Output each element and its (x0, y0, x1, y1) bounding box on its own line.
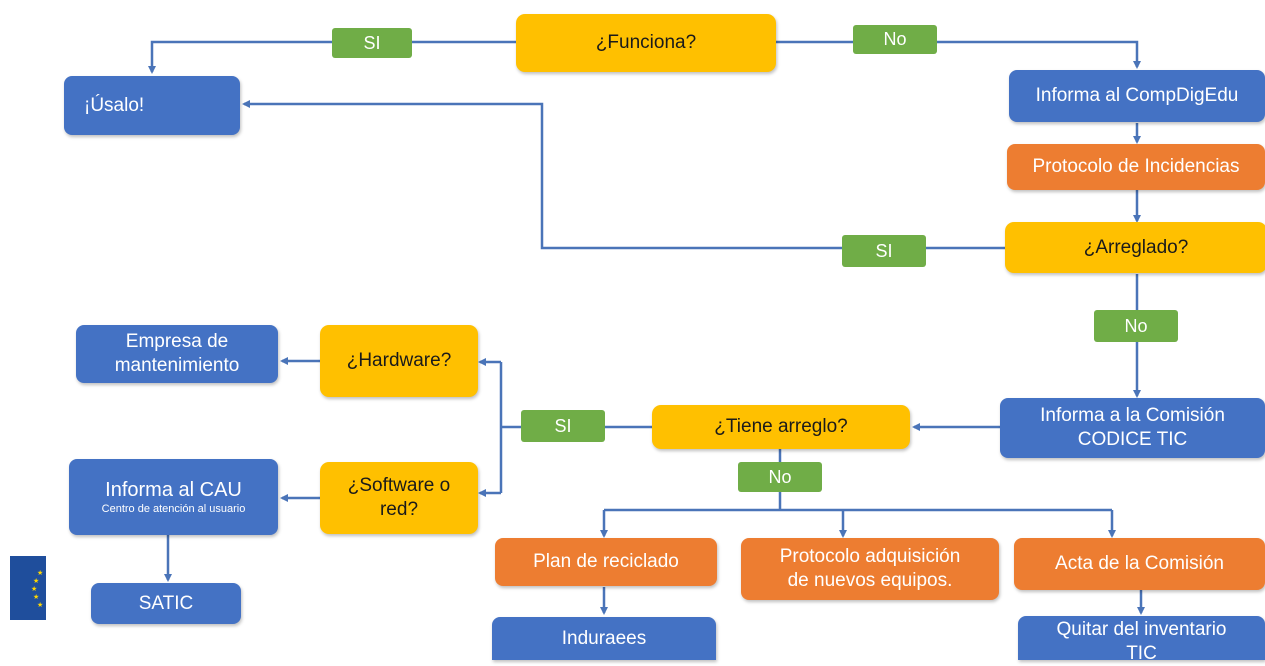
label-si-funciona: SI (332, 28, 412, 58)
action-empresa-line1: Empresa de (125, 331, 229, 353)
action-cau-subtitle: Centro de atención al usuario (101, 502, 246, 515)
decision-software-red: ¿Software o red? (320, 462, 478, 534)
connector-funciona-no-informa (776, 40, 1141, 69)
connector-arreglado-si-usalo (242, 100, 1005, 250)
protocol-plan-reciclado: Plan de reciclado (495, 538, 717, 586)
action-usalo: ¡Úsalo! (64, 76, 240, 135)
decision-software-red-line1: ¿Software o (347, 475, 451, 497)
protocol-adquisicion-line2: de nuevos equipos. (787, 570, 953, 591)
label-no-funciona: No (853, 25, 937, 54)
action-quitar-inventario: Quitar del inventario TIC (1018, 616, 1265, 664)
action-quitar-line1: Quitar del inventario (1056, 619, 1227, 640)
decision-tiene-arreglo: ¿Tiene arreglo? (652, 405, 910, 449)
action-satic: SATIC (91, 583, 241, 624)
decision-hardware: ¿Hardware? (320, 325, 478, 397)
action-informa-comision: Informa a la Comisión CODICE TIC (1000, 398, 1265, 458)
action-comision-line2: CODICE TIC (1077, 429, 1188, 450)
decision-arreglado: ¿Arreglado? (1005, 222, 1265, 273)
protocol-incidencias: Protocolo de Incidencias (1007, 144, 1265, 190)
label-no-arreglado: No (1094, 310, 1178, 342)
label-si-tiene-arreglo: SI (521, 410, 605, 442)
eu-flag-icon: ★ ★ ★ ★ ★ (10, 556, 46, 620)
protocol-adquisicion-line1: Protocolo adquisición (779, 546, 961, 568)
label-no-tiene-arreglo: No (738, 462, 822, 492)
action-induraees: Induraees (492, 617, 716, 660)
action-cau-title: Informa al CAU (105, 478, 242, 501)
action-empresa-mantenimiento: Empresa de mantenimiento (76, 325, 278, 383)
action-quitar-line2: TIC (1126, 642, 1157, 664)
action-empresa-line2: mantenimiento (114, 355, 240, 376)
action-comision-line1: Informa a la Comisión (1040, 405, 1225, 427)
action-informa-cau: Informa al CAU Centro de atención al usu… (69, 459, 278, 535)
decision-software-red-line2: red? (379, 499, 419, 520)
decision-funciona: ¿Funciona? (516, 14, 776, 72)
protocol-acta-comision: Acta de la Comisión (1014, 538, 1265, 590)
action-informa-compdigedu: Informa al CompDigEdu (1009, 70, 1265, 122)
protocol-adquisicion: Protocolo adquisición de nuevos equipos. (741, 538, 999, 600)
label-si-arreglado: SI (842, 235, 926, 267)
